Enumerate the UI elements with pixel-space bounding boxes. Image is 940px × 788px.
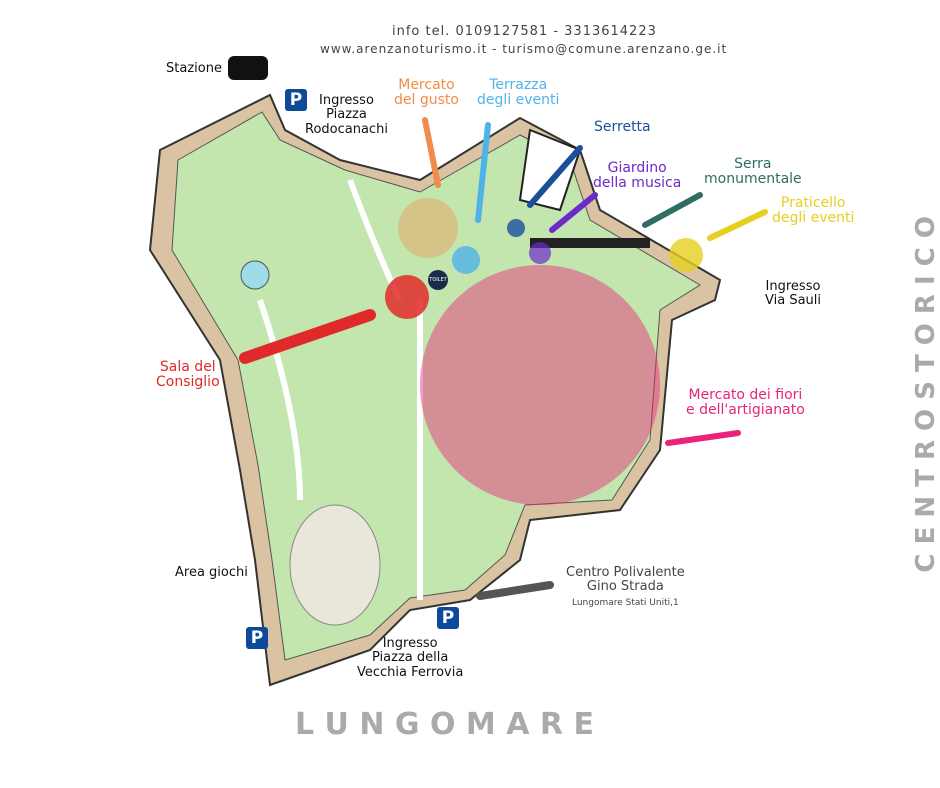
label-stazione: Stazione xyxy=(166,61,222,76)
arrow-serra xyxy=(642,192,703,228)
fountain xyxy=(240,260,270,290)
arrow-sala xyxy=(239,309,376,364)
marker-mercato-gusto xyxy=(398,198,458,258)
marker-mercato-fiori xyxy=(420,265,660,505)
marker-giardino xyxy=(529,242,551,264)
parking-icon: P xyxy=(246,627,268,649)
web-info[interactable]: www.arenzanoturismo.it - turismo@comune.… xyxy=(320,42,728,56)
arrow-mercato-fiori xyxy=(665,430,741,446)
serra-building xyxy=(530,238,650,248)
parking-icon: P xyxy=(285,89,307,111)
marker-sala xyxy=(385,275,429,319)
arrow-centro xyxy=(476,581,554,600)
toilet-icon: TOILET xyxy=(428,270,448,290)
arrow-terrazza xyxy=(475,122,491,223)
phone-info: info tel. 0109127581 - 3313614223 xyxy=(392,24,657,39)
train-icon xyxy=(228,56,268,80)
marker-serretta xyxy=(507,219,525,237)
label-serretta: Serretta xyxy=(594,119,651,135)
marker-praticello xyxy=(669,238,703,272)
arrow-mercato-gusto xyxy=(422,117,441,188)
playground xyxy=(289,504,381,626)
label-area-giochi: Area giochi xyxy=(175,565,248,580)
arrow-serretta xyxy=(527,145,583,208)
serretta-building xyxy=(518,128,582,212)
marker-terrazza xyxy=(452,246,480,274)
label-centro-storico: C E N T R O S T O R I C O xyxy=(910,216,940,573)
arrow-giardino xyxy=(549,192,598,233)
parking-icon: P xyxy=(437,607,459,629)
arrow-praticello xyxy=(707,209,768,241)
label-lungomare: L U N G O M A R E xyxy=(295,707,594,742)
